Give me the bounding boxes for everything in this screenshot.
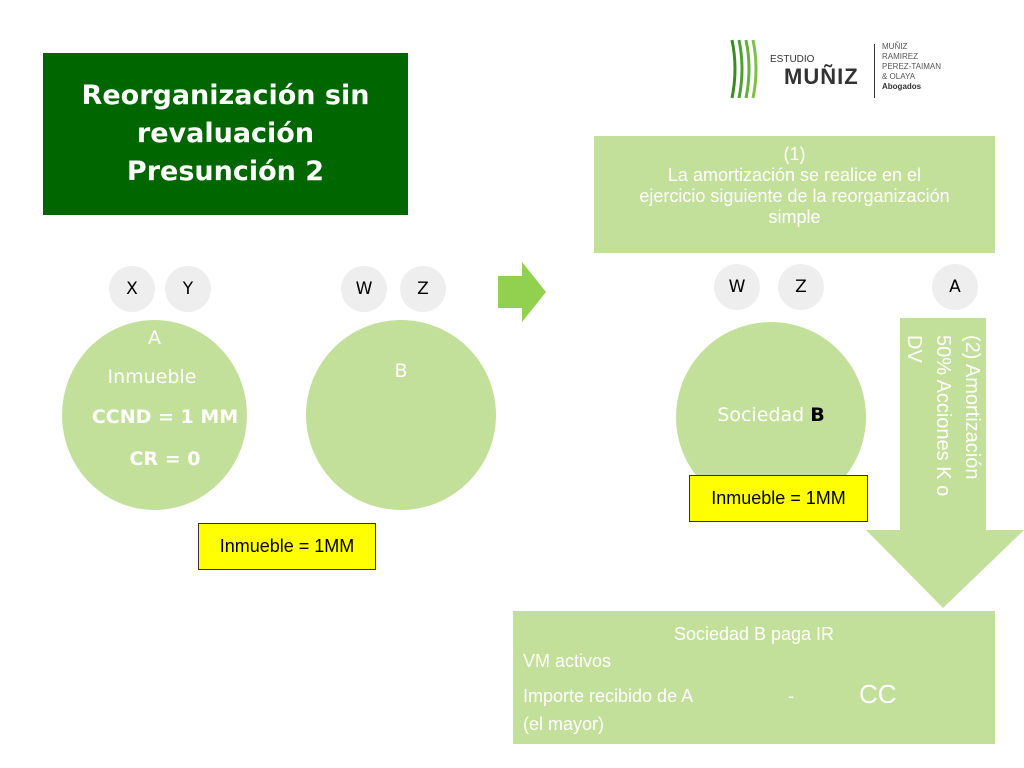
amortization-arrow-icon: [866, 318, 1024, 608]
logo-right-line-2: RAMIREZ: [882, 52, 918, 61]
company-a-asset: Inmueble: [107, 366, 197, 388]
shareholder-z-left: Z: [400, 266, 446, 312]
logo: ESTUDIO MUÑIZ MUÑIZ RAMIREZ PEREZ-TAIMAN…: [728, 34, 968, 106]
sociedad-b-bold: B: [810, 404, 825, 426]
logo-right-line-1: MUÑIZ: [882, 42, 908, 51]
logo-right-block: MUÑIZ RAMIREZ PEREZ-TAIMAN & OLAYA Aboga…: [882, 42, 941, 92]
sociedad-b-prefix: Sociedad: [717, 404, 811, 426]
logo-right-line-4: & OLAYA: [882, 72, 916, 81]
logo-abogados: Abogados: [882, 82, 922, 91]
tax-box-line-2: Importe recibido de A: [523, 686, 694, 706]
shareholder-w-right-label: W: [728, 277, 746, 297]
amortization-arrow-text: (2) Amortización 50% Acciones K o DV: [900, 335, 986, 535]
tax-box: Sociedad B paga IR VM activos Importe re…: [513, 611, 995, 744]
right-asset-label-text: Inmueble = 1MM: [711, 488, 846, 508]
amortization-line-3: DV: [903, 335, 925, 363]
shareholder-x-label: X: [126, 279, 138, 299]
logo-mark-icon: [730, 39, 758, 99]
logo-right-line-3: PEREZ-TAIMAN: [882, 62, 941, 71]
shareholder-a-right: A: [932, 264, 978, 310]
note-1-line-3: simple: [768, 207, 821, 227]
shareholder-y-label: Y: [182, 279, 194, 299]
company-a-cr: CR = 0: [129, 448, 201, 470]
tax-box-line-1: VM activos: [523, 651, 612, 671]
tax-box-line-3: (el mayor): [523, 714, 605, 734]
shareholder-w-left-label: W: [355, 279, 373, 299]
shareholder-z-right: Z: [778, 264, 824, 310]
left-asset-label: Inmueble = 1MM: [198, 523, 376, 570]
shareholder-w-right: W: [714, 264, 760, 310]
shareholder-a-right-label: A: [949, 277, 961, 297]
logo-muniz: MUÑIZ: [784, 64, 859, 89]
logo-divider: [874, 44, 875, 98]
company-a-circle: [62, 320, 247, 510]
company-b-circle: [306, 320, 496, 510]
company-b-name: B: [394, 360, 408, 382]
tax-box-cc: CC: [859, 679, 897, 709]
company-a-name: A: [148, 327, 161, 349]
amortization-line-2: 50% Acciones K o: [932, 335, 954, 497]
note-1-line-2: ejercicio siguiente de la reorganización: [639, 186, 950, 206]
note-1-number: (1): [783, 144, 806, 164]
note-1-line-1: La amortización se realice en el: [667, 165, 922, 185]
company-a-ccnd: CCND = 1 MM: [91, 406, 239, 428]
shareholder-w-left: W: [341, 266, 387, 312]
right-asset-label: Inmueble = 1MM: [689, 475, 868, 522]
amortization-line-1: (2) Amortización: [961, 335, 983, 480]
transition-arrow-icon: [498, 262, 546, 322]
tax-box-dash: -: [788, 686, 794, 706]
title-line-1: Reorganización sin: [81, 80, 370, 111]
shareholder-y: Y: [165, 266, 211, 312]
logo-studio: ESTUDIO: [770, 54, 815, 65]
note-1-box: (1) La amortización se realice en el eje…: [594, 136, 995, 253]
tax-box-heading: Sociedad B paga IR: [673, 624, 835, 644]
slide-title-box: Reorganización sin revaluación Presunció…: [43, 53, 408, 215]
shareholder-x: X: [109, 266, 155, 312]
title-line-3: Presunción 2: [126, 156, 325, 187]
title-line-2: revaluación: [136, 118, 315, 149]
sociedad-b-label: Sociedad B: [676, 404, 866, 426]
shareholder-z-left-label: Z: [417, 279, 429, 299]
shareholder-z-right-label: Z: [795, 277, 807, 297]
left-asset-label-text: Inmueble = 1MM: [219, 536, 355, 556]
